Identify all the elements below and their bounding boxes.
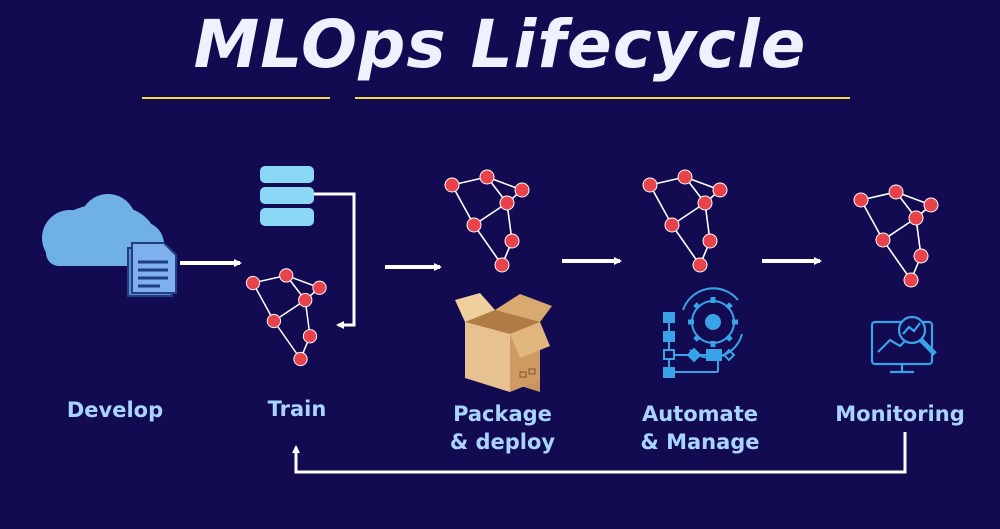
cardboard-box-icon [455, 293, 552, 392]
monitor-analytics-icon [870, 315, 937, 374]
feedback-loop-arrow [292, 432, 907, 474]
title-underline-left [142, 97, 330, 99]
title-underline-right [355, 97, 850, 99]
page-title: MLOps Lifecycle [193, 6, 807, 83]
network-graph-icon [245, 267, 327, 367]
cloud-document-icon [42, 194, 177, 297]
database-icon [260, 166, 314, 226]
automation-gear-icon [663, 287, 743, 378]
stage-label-develop: Develop [66, 398, 164, 422]
network-graph-icon [853, 184, 939, 288]
stage-label-train: Train [267, 397, 327, 421]
network-graph-icon [642, 169, 728, 273]
arrow-data-to-model [314, 192, 356, 329]
stage-label-automate-manage: Automate & Manage [640, 402, 760, 454]
stage-label-package-deploy: Package & deploy [449, 402, 556, 454]
network-graph-icon [444, 169, 530, 273]
stage-label-monitoring: Monitoring [835, 402, 965, 426]
